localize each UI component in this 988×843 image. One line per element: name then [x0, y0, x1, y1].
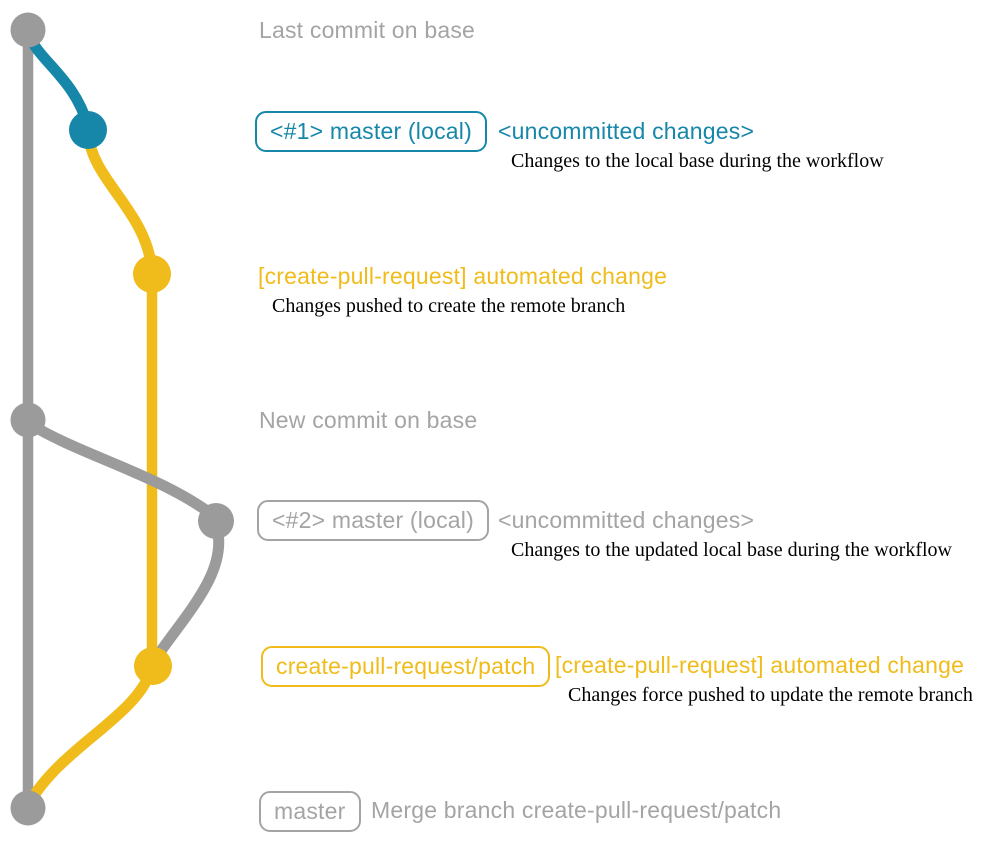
uncommitted-changes-2-detail: Changes to the updated local base during…: [511, 539, 952, 561]
edge-base-to-local-2: [24, 418, 220, 522]
edge-patch-2-to-merge: [24, 664, 157, 808]
branch-tag-label: master: [259, 791, 361, 832]
merge-branch-label: Merge branch create-pull-request/patch: [371, 797, 782, 823]
branch-tag-label: create-pull-request/patch: [261, 646, 551, 687]
branch-tag-label: <#1> master (local): [255, 111, 487, 152]
commit-dot-local-uncommitted-1: [69, 111, 107, 149]
uncommitted-changes-1-label: <uncommitted changes>: [498, 118, 755, 144]
commit-graph: [10, 12, 234, 826]
automated-change-1-title: [create-pull-request] automated change: [258, 263, 668, 289]
new-commit-label: New commit on base: [259, 407, 478, 433]
commit-dot-local-uncommitted-2: [198, 503, 234, 539]
commit-dot-new-commit-on-base: [10, 402, 46, 438]
automated-change-2-detail: Changes force pushed to update the remot…: [568, 684, 973, 706]
edge-local-1-to-patch-1: [82, 128, 158, 276]
uncommitted-changes-2-label: <uncommitted changes>: [498, 507, 755, 533]
automated-change-2-title: [create-pull-request] automated change: [555, 652, 965, 678]
branch-tag-patch: create-pull-request/patch: [261, 646, 551, 687]
uncommitted-changes-1-detail: Changes to the local base during the wor…: [511, 150, 884, 172]
branch-tag-master: master: [259, 791, 361, 832]
commit-dot-patch-commit-2: [134, 647, 172, 685]
commit-dot-patch-commit-1: [133, 255, 171, 293]
branch-tag-master-local-2: <#2> master (local): [257, 500, 489, 541]
edge-local-2-to-patch-2: [150, 522, 225, 664]
automated-change-1-detail: Changes pushed to create the remote bran…: [272, 295, 626, 317]
branch-tag-label: <#2> master (local): [257, 500, 489, 541]
branch-tag-master-local-1: <#1> master (local): [255, 111, 487, 152]
last-commit-label: Last commit on base: [259, 17, 476, 43]
commit-dot-last-commit-on-base: [10, 12, 46, 48]
commit-dot-merge-commit: [10, 790, 46, 826]
edge-base-to-local-1: [22, 28, 94, 132]
